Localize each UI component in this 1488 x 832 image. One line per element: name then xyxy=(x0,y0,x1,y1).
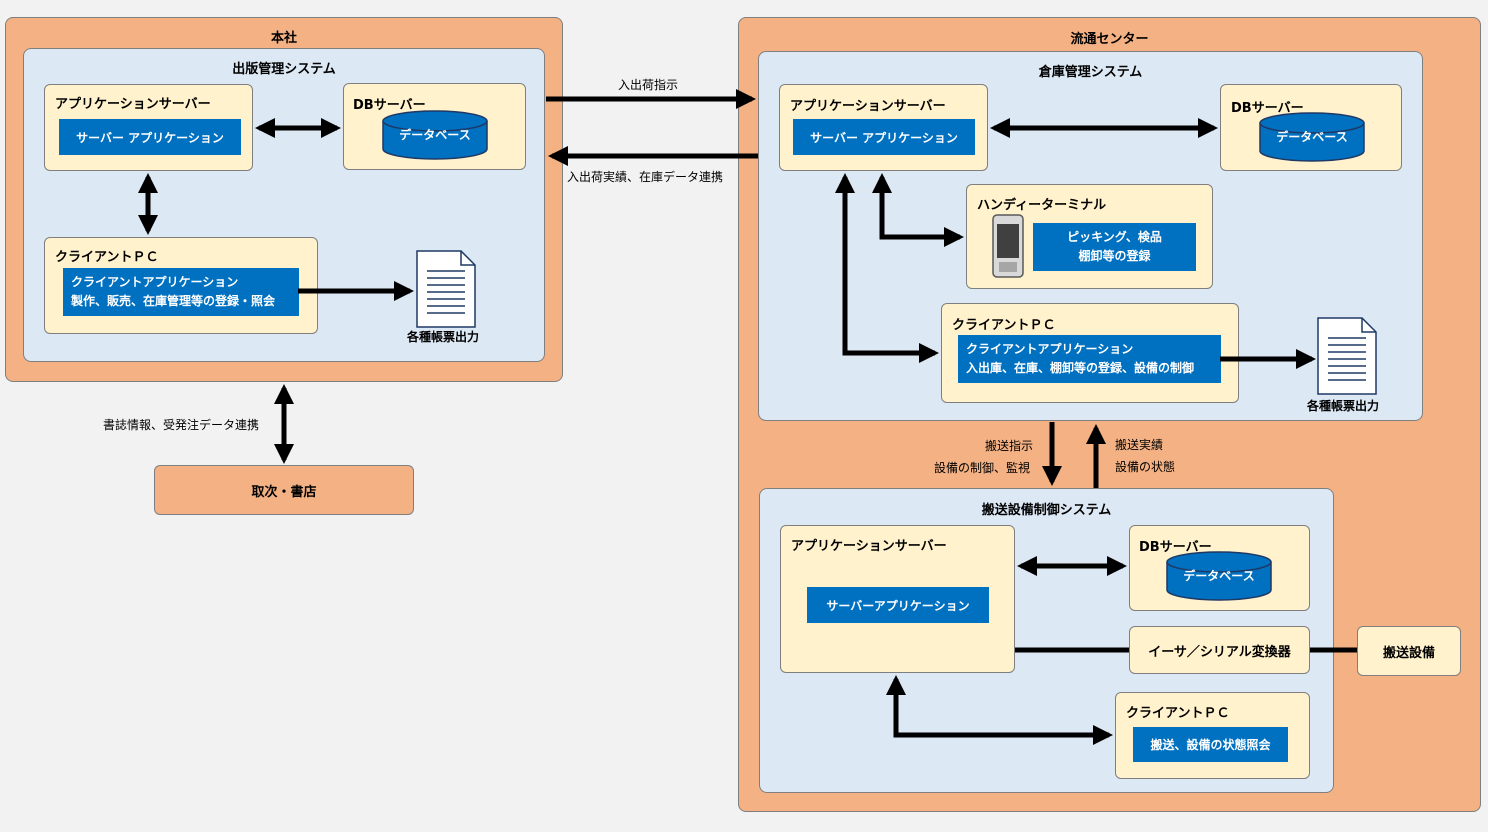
hq-server-app: サーバー アプリケーション xyxy=(59,119,241,155)
wms-client-app-line1: クライアントアプリケーション xyxy=(966,342,1134,356)
wms-report-document-icon xyxy=(1317,317,1377,395)
hq-client-app-line2: 製作、販売、在庫管理等の登録・照会 xyxy=(71,294,276,308)
hq-client-app-line1: クライアントアプリケーション xyxy=(71,275,239,289)
wms-app-server: アプリケーションサーバー サーバー アプリケーション xyxy=(779,84,988,171)
conveyor-control-system-title: 搬送設備制御システム xyxy=(981,503,1112,518)
flow-book-info: 書誌情報、受発注データ連携 xyxy=(103,418,260,432)
hq-db-server-title: DBサーバー xyxy=(353,98,426,113)
flow-transport-result-2: 設備の状態 xyxy=(1115,460,1176,474)
conveyor-server-app: サーバーアプリケーション xyxy=(807,587,989,623)
handy-terminal-line1: ピッキング、検品 xyxy=(1067,230,1162,244)
conveyor-client-pc: クライアントＰＣ 搬送、設備の状態照会 xyxy=(1115,692,1310,779)
conveyor-equipment: 搬送設備 xyxy=(1357,626,1461,676)
conveyor-app-server: アプリケーションサーバー サーバーアプリケーション xyxy=(780,525,1015,673)
conveyor-equipment-label: 搬送設備 xyxy=(1382,645,1435,661)
hq-app-server: アプリケーションサーバー サーバー アプリケーション xyxy=(44,84,253,171)
wms-database-label: データベース xyxy=(1276,130,1348,144)
flow-inbound-result: 入出荷実績、在庫データ連携 xyxy=(567,170,724,184)
wms-client-app-line2: 入出庫、在庫、棚卸等の登録、設備の制御 xyxy=(966,361,1195,375)
handy-terminal-device-icon xyxy=(992,214,1024,278)
wms-app-client-arrow xyxy=(835,173,939,363)
conveyor-database-label: データベース xyxy=(1183,569,1255,583)
hq-client-app: クライアントアプリケーション 製作、販売、在庫管理等の登録・照会 xyxy=(63,268,299,316)
wms-client-pc: クライアントＰＣ クライアントアプリケーション 入出庫、在庫、棚卸等の登録、設備… xyxy=(941,303,1239,403)
handy-terminal-title: ハンディーターミナル xyxy=(977,198,1107,213)
wms-report-label: 各種帳票出力 xyxy=(1307,399,1380,413)
distributor-box: 取次・書店 xyxy=(154,465,414,515)
wms-client-app: クライアントアプリケーション 入出庫、在庫、棚卸等の登録、設備の制御 xyxy=(958,335,1221,383)
conveyor-client-app: 搬送、設備の状態照会 xyxy=(1133,727,1288,762)
publishing-system-title: 出版管理システム xyxy=(232,62,336,77)
handy-terminal-app: ピッキング、検品 棚卸等の登録 xyxy=(1033,223,1196,271)
hq-app-server-title: アプリケーションサーバー xyxy=(55,97,211,112)
conveyor-client-pc-title: クライアントＰＣ xyxy=(1126,706,1230,721)
wms-server-app: サーバー アプリケーション xyxy=(793,119,975,155)
conveyor-app-client-arrow xyxy=(886,675,1113,745)
flow-inbound-instruction: 入出荷指示 xyxy=(618,78,679,92)
wms-db-server-title: DBサーバー xyxy=(1231,101,1304,116)
hq-client-pc-title: クライアントＰＣ xyxy=(55,250,159,265)
ethernet-serial-converter: イーサ／シリアル変換器 xyxy=(1129,626,1310,674)
hq-client-pc: クライアントＰＣ クライアントアプリケーション 製作、販売、在庫管理等の登録・照… xyxy=(44,237,318,334)
hq-report-label: 各種帳票出力 xyxy=(407,330,480,344)
wms-client-pc-title: クライアントＰＣ xyxy=(952,318,1056,333)
flow-transport-instruction-2: 設備の制御、監視 xyxy=(934,461,1031,475)
hq-title: 本社 xyxy=(270,31,297,46)
dc-title: 流通センター xyxy=(1070,32,1149,47)
distributor-label: 取次・書店 xyxy=(251,484,317,500)
wms-app-handy-arrow xyxy=(872,173,964,247)
hq-database-label: データベース xyxy=(399,128,471,142)
flow-transport-instruction-1: 搬送指示 xyxy=(985,439,1034,453)
handy-terminal-line2: 棚卸等の登録 xyxy=(1078,249,1151,263)
wms-app-server-title: アプリケーションサーバー xyxy=(790,99,946,114)
converter-label: イーサ／シリアル変換器 xyxy=(1148,644,1291,660)
flow-transport-result-1: 搬送実績 xyxy=(1115,438,1164,452)
conveyor-app-server-title: アプリケーションサーバー xyxy=(791,539,947,554)
hq-report-document-icon xyxy=(416,250,476,328)
conveyor-db-server-title: DBサーバー xyxy=(1139,540,1212,555)
warehouse-system-title: 倉庫管理システム xyxy=(1038,65,1143,80)
